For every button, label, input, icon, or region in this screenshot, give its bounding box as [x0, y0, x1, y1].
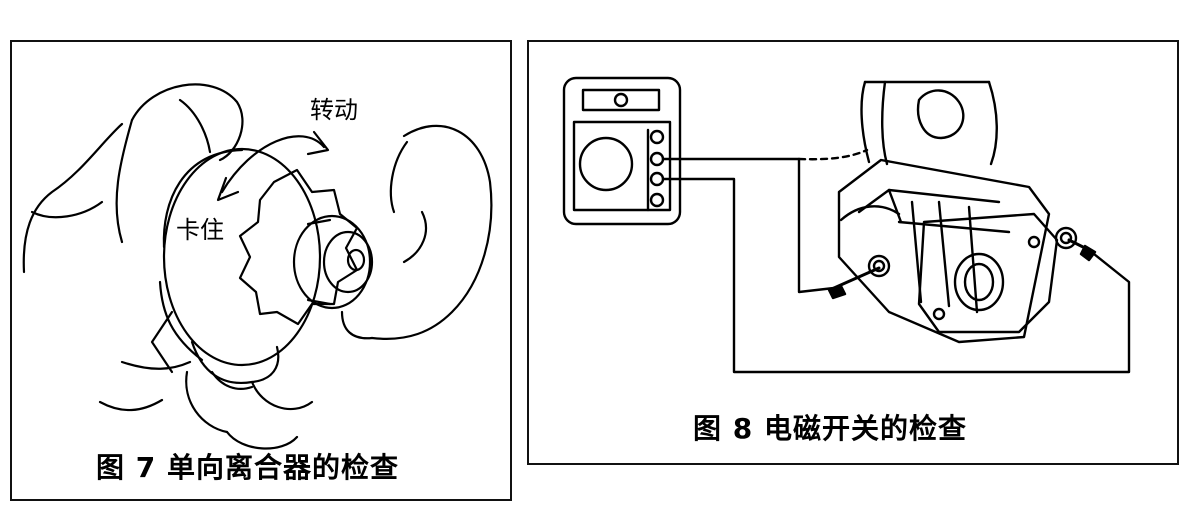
- stuck-label: 卡住: [176, 216, 224, 244]
- figure-8-panel: 图 8 电磁开关的检查: [527, 40, 1179, 465]
- one-way-clutch-illustration: [22, 83, 493, 450]
- solenoid-switch-test-illustration: [562, 76, 1131, 374]
- multimeter-icon: [562, 76, 682, 226]
- figure-8-caption: 图 8 电磁开关的检查: [693, 412, 967, 445]
- rotate-label: 转动: [310, 96, 358, 124]
- figure-7-caption: 图 7 单向离合器的检查: [96, 451, 399, 484]
- figure-7-panel: 转动 卡住 图 7 单向离合器的检查: [10, 40, 512, 501]
